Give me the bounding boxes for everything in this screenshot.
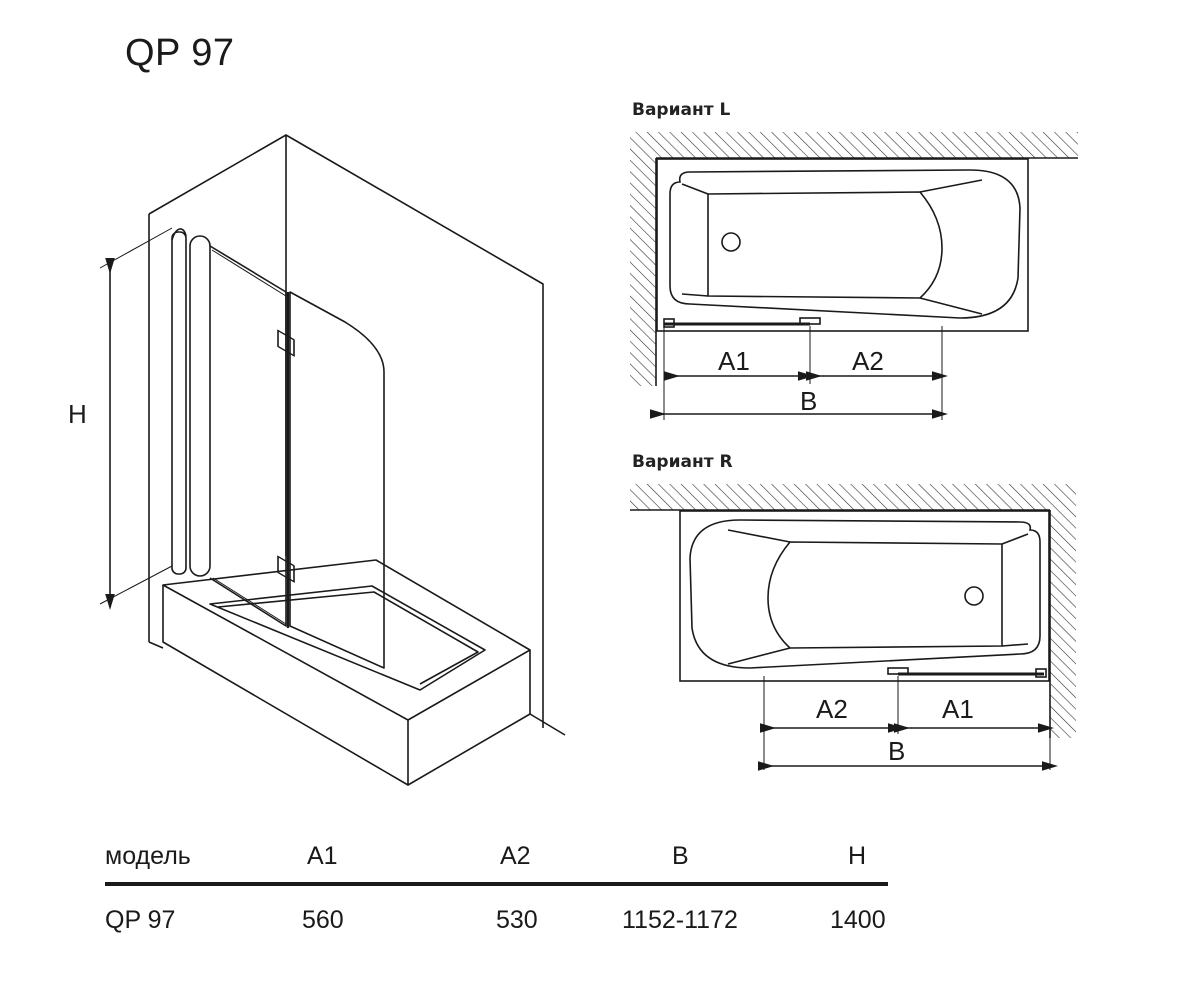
table-cell-a1: 560 [302, 906, 344, 934]
tub-outline [656, 158, 1029, 332]
variant-l-label: Вариант L [632, 100, 731, 120]
height-label: H [68, 399, 87, 429]
variant-l-plan: A1 A2 B [630, 132, 1078, 420]
hinge-column [189, 235, 211, 577]
drain-icon [721, 232, 741, 252]
back-wall-right [285, 134, 544, 728]
tub-side [407, 650, 531, 786]
wall-top [656, 132, 1078, 158]
variant-r-plan: A2 A1 B [630, 484, 1076, 771]
variant-l-b: B [800, 386, 817, 416]
drain-icon [964, 586, 984, 606]
table-cell-a2: 530 [496, 906, 538, 934]
table-divider [105, 882, 888, 886]
model-title: QP 97 [125, 32, 235, 74]
variant-r-a2: A2 [816, 694, 848, 724]
wall-left [630, 132, 656, 386]
table-cell-b: 1152-1172 [622, 906, 738, 934]
wall-profile [171, 231, 187, 575]
table-header-model: модель [105, 842, 191, 870]
glass-panel-1 [209, 245, 287, 627]
tub-basin [209, 585, 486, 691]
tub-inner [689, 519, 1041, 669]
back-wall-left [148, 134, 287, 556]
tub-front [162, 585, 409, 786]
variant-r-b: B [888, 736, 905, 766]
variant-l-a2: A2 [852, 346, 884, 376]
tub-inner [669, 169, 1021, 319]
table-header-a2: A2 [500, 842, 531, 870]
variant-l-a1: A1 [718, 346, 750, 376]
tub-outline [679, 510, 1050, 682]
table-header-a1: A1 [307, 842, 338, 870]
table-header-h: H [848, 842, 867, 870]
variant-r-a1: A1 [942, 694, 974, 724]
hinge-bottom [277, 555, 295, 583]
table-header-b: B [672, 842, 689, 870]
wall-top [630, 484, 1050, 510]
hinge-top [277, 329, 295, 357]
table-cell-model: QP 97 [105, 906, 176, 934]
glass-panel-2 [289, 291, 385, 669]
isometric-drawing: H [68, 134, 566, 786]
table-cell-h: 1400 [830, 906, 886, 934]
wall-right [1050, 484, 1076, 738]
variant-r-label: Вариант R [632, 452, 733, 472]
